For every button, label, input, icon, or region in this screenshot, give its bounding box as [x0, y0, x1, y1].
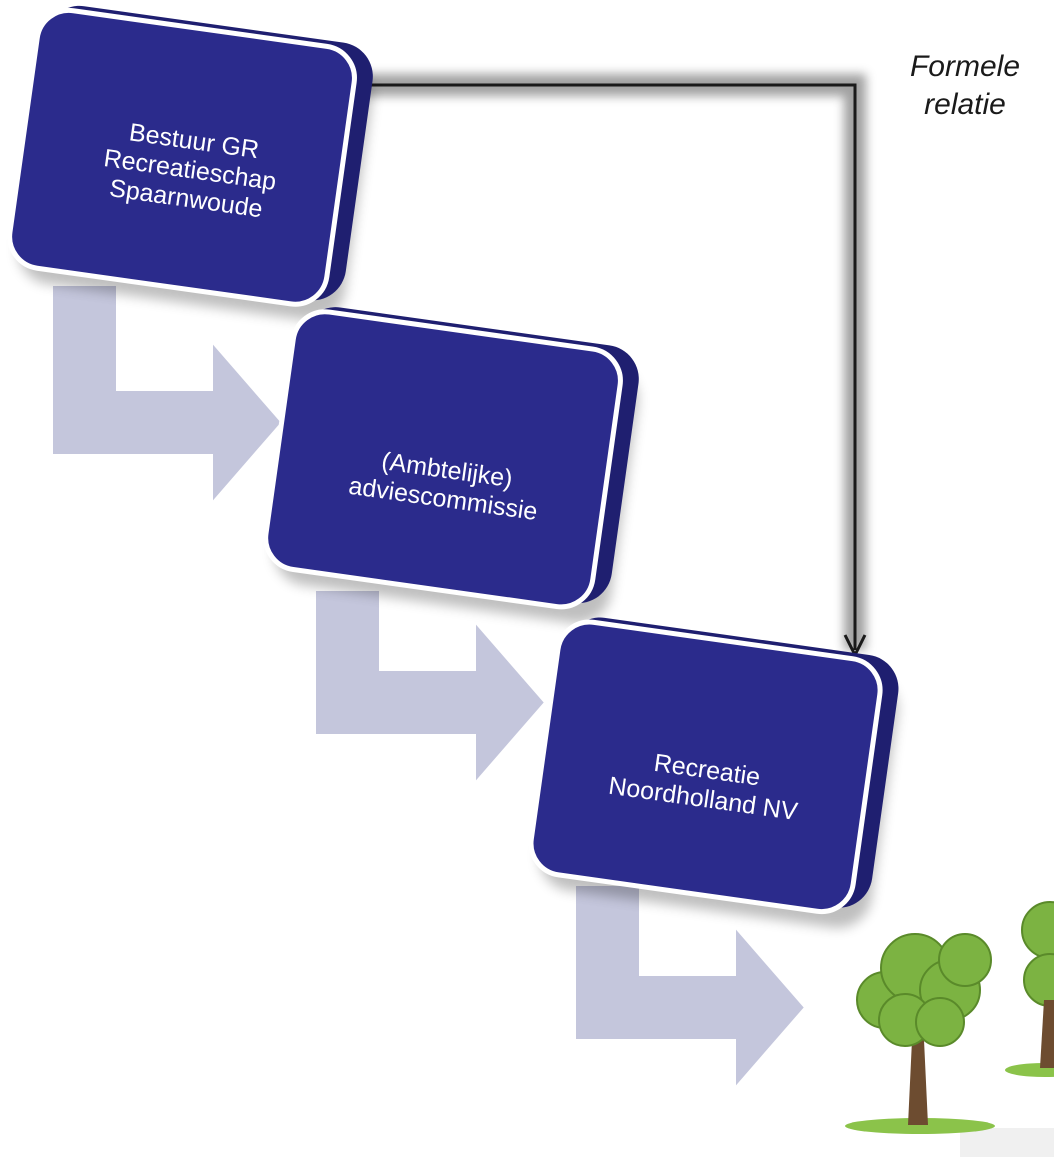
relation-label: Formele relatie — [909, 50, 1021, 121]
box-bestuur — [7, 5, 373, 321]
connector-arrow-3 — [574, 884, 807, 1091]
grass — [845, 1118, 995, 1134]
boxes-layer — [7, 5, 899, 928]
connector-arrow-2 — [314, 589, 547, 786]
box-adviescommissie — [263, 307, 639, 624]
trees-icon — [845, 901, 1054, 1157]
box-recreatie — [528, 617, 899, 928]
connector-arrow-1 — [51, 284, 284, 506]
connector-arrows — [51, 284, 807, 1091]
